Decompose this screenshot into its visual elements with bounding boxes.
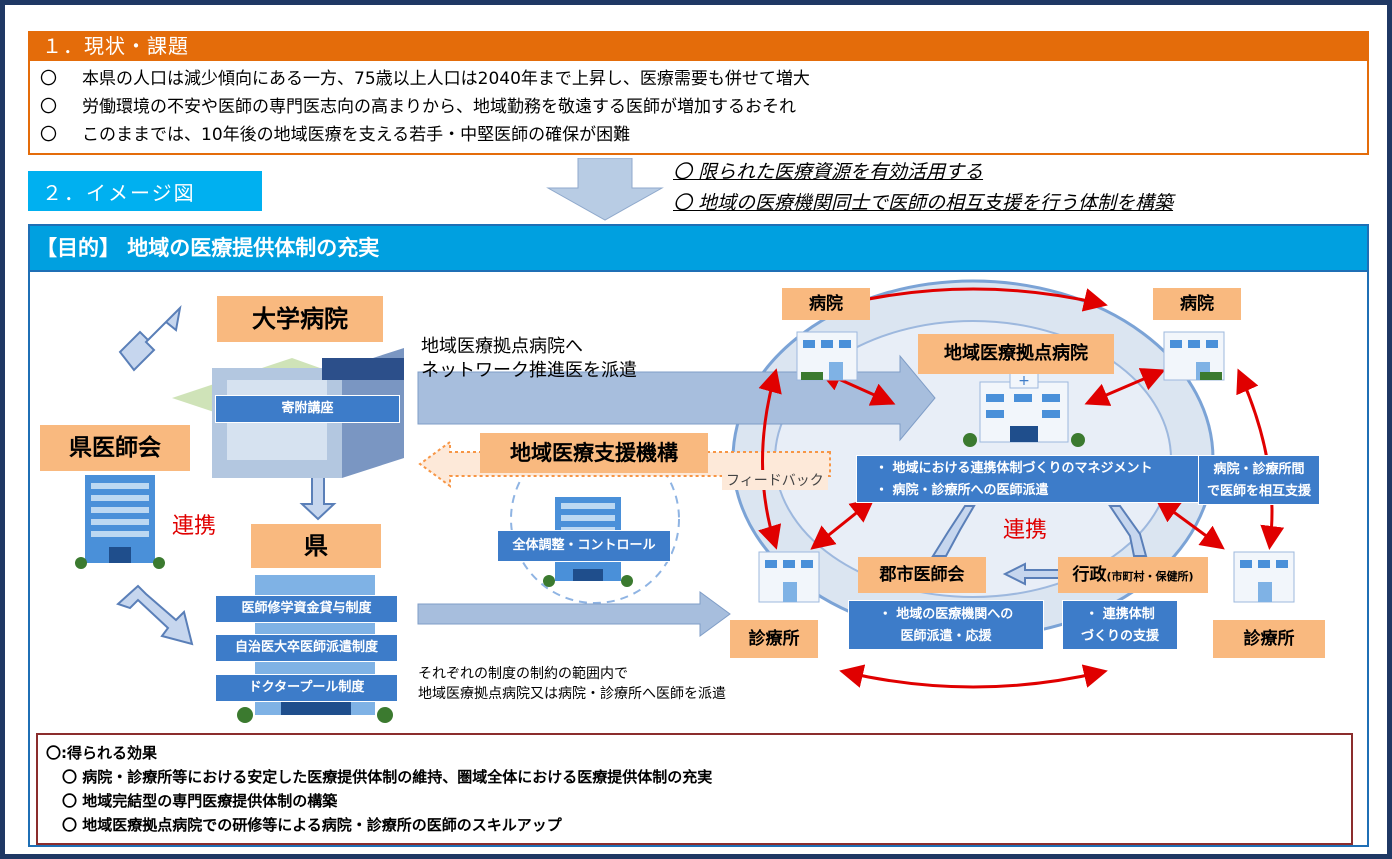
management-line1: ・ 地域における連携体制づくりのマネジメント bbox=[875, 461, 1153, 476]
effects-box: 〇:得られる効果 〇 病院・診療所等における安定した医療提供体制の維持、圏域全体… bbox=[36, 733, 1353, 845]
double-arrow-univ-assoc bbox=[118, 305, 182, 372]
admin-role-box: ・ 連携体制 づくりの支援 bbox=[1062, 600, 1178, 650]
red-arrow-top bbox=[839, 287, 1108, 312]
goal-2: 〇 地域の医療機関同士で医師の相互支援を行う体制を構築 bbox=[673, 192, 1174, 214]
feedback-label: フィードバック bbox=[722, 470, 828, 490]
clinic-right-label: 診療所 bbox=[1213, 620, 1325, 658]
base-hospital-label: 地域医療拠点病院 bbox=[918, 334, 1114, 374]
section1-content: 〇 本県の人口は減少傾向にある一方、75歳以上人口は2040年まで上昇し、医療需要… bbox=[28, 61, 1369, 155]
effect-item: 〇 地域完結型の専門医療提供体制の構築 bbox=[62, 792, 338, 810]
base-hospital-building-icon: + bbox=[963, 372, 1085, 447]
hospital-right-building-icon bbox=[1163, 331, 1225, 381]
red-arrow-hosp-base-right bbox=[1084, 368, 1166, 406]
dispatch-arrow-bottom bbox=[417, 591, 731, 637]
svg-text:+: + bbox=[1018, 373, 1030, 389]
effect-item: 〇 病院・診療所等における安定した医療提供体制の維持、圏域全体における医療提供体… bbox=[62, 768, 713, 786]
clinic-left-label: 診療所 bbox=[730, 620, 818, 658]
goal-1: 〇 限られた医療資源を有効活用する bbox=[673, 161, 984, 183]
system-note-line1: それぞれの制度の制約の範囲内で bbox=[418, 666, 628, 682]
admin-role-line2: づくりの支援 bbox=[1080, 629, 1159, 644]
clinic-left-building-icon bbox=[758, 551, 820, 603]
county-role-box: ・ 地域の医療機関への 医師派遣・応援 bbox=[848, 600, 1044, 650]
admin-main-label: 行政 bbox=[1072, 565, 1107, 585]
effects-title: 〇:得られる効果 bbox=[46, 744, 157, 762]
effect-item: 〇 地域医療拠点病院での研修等による病院・診療所の医師のスキルアップ bbox=[62, 816, 562, 834]
medical-association-label: 県医師会 bbox=[40, 425, 190, 471]
red-arrow-clinic-base-left bbox=[810, 498, 875, 550]
issue-text: 労働環境の不安や医師の専門医志向の高まりから、地域勤務を敬遠する医師が増加するお… bbox=[82, 97, 796, 117]
program-scholarship: 医師修学資金貸与制度 bbox=[215, 595, 398, 623]
admin-role-line1: ・ 連携体制 bbox=[1085, 607, 1155, 622]
county-assoc-label: 郡市医師会 bbox=[858, 557, 986, 593]
prefecture-label: 県 bbox=[251, 524, 381, 568]
mutual-support-line2: で医師を相互支援 bbox=[1206, 484, 1311, 499]
endowed-course-label: 寄附講座 bbox=[215, 395, 400, 423]
issue-text: 本県の人口は減少傾向にある一方、75歳以上人口は2040年まで上昇し、医療需要も… bbox=[82, 69, 810, 89]
admin-sub-label: (市町村・保健所) bbox=[1106, 570, 1194, 583]
management-box: ・ 地域における連携体制づくりのマネジメント ・ 病院・診療所への医師派遣 bbox=[856, 455, 1212, 503]
issue-item: 〇 本県の人口は減少傾向にある一方、75歳以上人口は2040年まで上昇し、医療需要… bbox=[40, 65, 1367, 93]
bullet-mark: 〇 bbox=[40, 125, 57, 145]
issue-item: 〇 このままでは、10年後の地域医療を支える若手・中堅医師の確保が困難 bbox=[40, 121, 1367, 149]
dispatch-note-line2: ネットワーク推進医を派遣 bbox=[421, 360, 637, 381]
dispatch-note-line1: 地域医療拠点病院へ bbox=[421, 336, 583, 357]
program-doctor-pool: ドクタープール制度 bbox=[215, 674, 398, 702]
red-arrow-clinic-base-right bbox=[1155, 498, 1225, 550]
issue-text: このままでは、10年後の地域医療を支える若手・中堅医師の確保が困難 bbox=[82, 125, 631, 145]
program-jichi: 自治医大卒医師派遣制度 bbox=[215, 634, 398, 662]
renkei-center-label: 連携 bbox=[1003, 518, 1048, 543]
clinic-right-building-icon bbox=[1233, 551, 1295, 603]
university-hospital-label: 大学病院 bbox=[217, 296, 383, 342]
bullet-mark: 〇 bbox=[40, 69, 57, 89]
down-arrow-icon bbox=[546, 158, 664, 221]
hospital-left-label: 病院 bbox=[782, 288, 870, 320]
management-line2: ・ 病院・診療所への医師派遣 bbox=[875, 483, 1049, 498]
red-arrow-left bbox=[758, 368, 782, 550]
red-arrow-bottom bbox=[839, 664, 1108, 689]
hospital-right-label: 病院 bbox=[1153, 288, 1241, 320]
issue-item: 〇 労働環境の不安や医師の専門医志向の高まりから、地域勤務を敬遠する医師が増加する… bbox=[40, 93, 1367, 121]
county-role-line2: 医師派遣・応援 bbox=[900, 629, 992, 644]
arrow-base-admin bbox=[1108, 505, 1148, 557]
county-role-line1: ・ 地域の医療機関への bbox=[878, 607, 1014, 622]
support-org-label: 地域医療支援機構 bbox=[480, 433, 708, 473]
bullet-mark: 〇 bbox=[40, 97, 57, 117]
mutual-support-line1: 病院・診療所間 bbox=[1213, 462, 1305, 477]
hospital-left-building-icon bbox=[796, 331, 858, 381]
section2-title: ２．イメージ図 bbox=[28, 171, 262, 211]
renkei-left-label: 連携 bbox=[172, 514, 217, 539]
double-arrow-assoc-pref bbox=[116, 584, 194, 646]
medical-association-building-icon bbox=[75, 475, 165, 569]
mutual-support-box: 病院・診療所間 で医師を相互支援 bbox=[1198, 455, 1320, 505]
overall-control-label: 全体調整・コントロール bbox=[497, 530, 671, 562]
arrow-base-county bbox=[931, 505, 976, 557]
system-note-line2: 地域医療拠点病院又は病院・診療所へ医師を派遣 bbox=[418, 686, 726, 702]
purpose-title: 【目的】 地域の医療提供体制の充実 bbox=[28, 224, 1369, 272]
admin-label: 行政(市町村・保健所) bbox=[1058, 557, 1208, 593]
section1-title: １．現状・課題 bbox=[28, 31, 1369, 61]
